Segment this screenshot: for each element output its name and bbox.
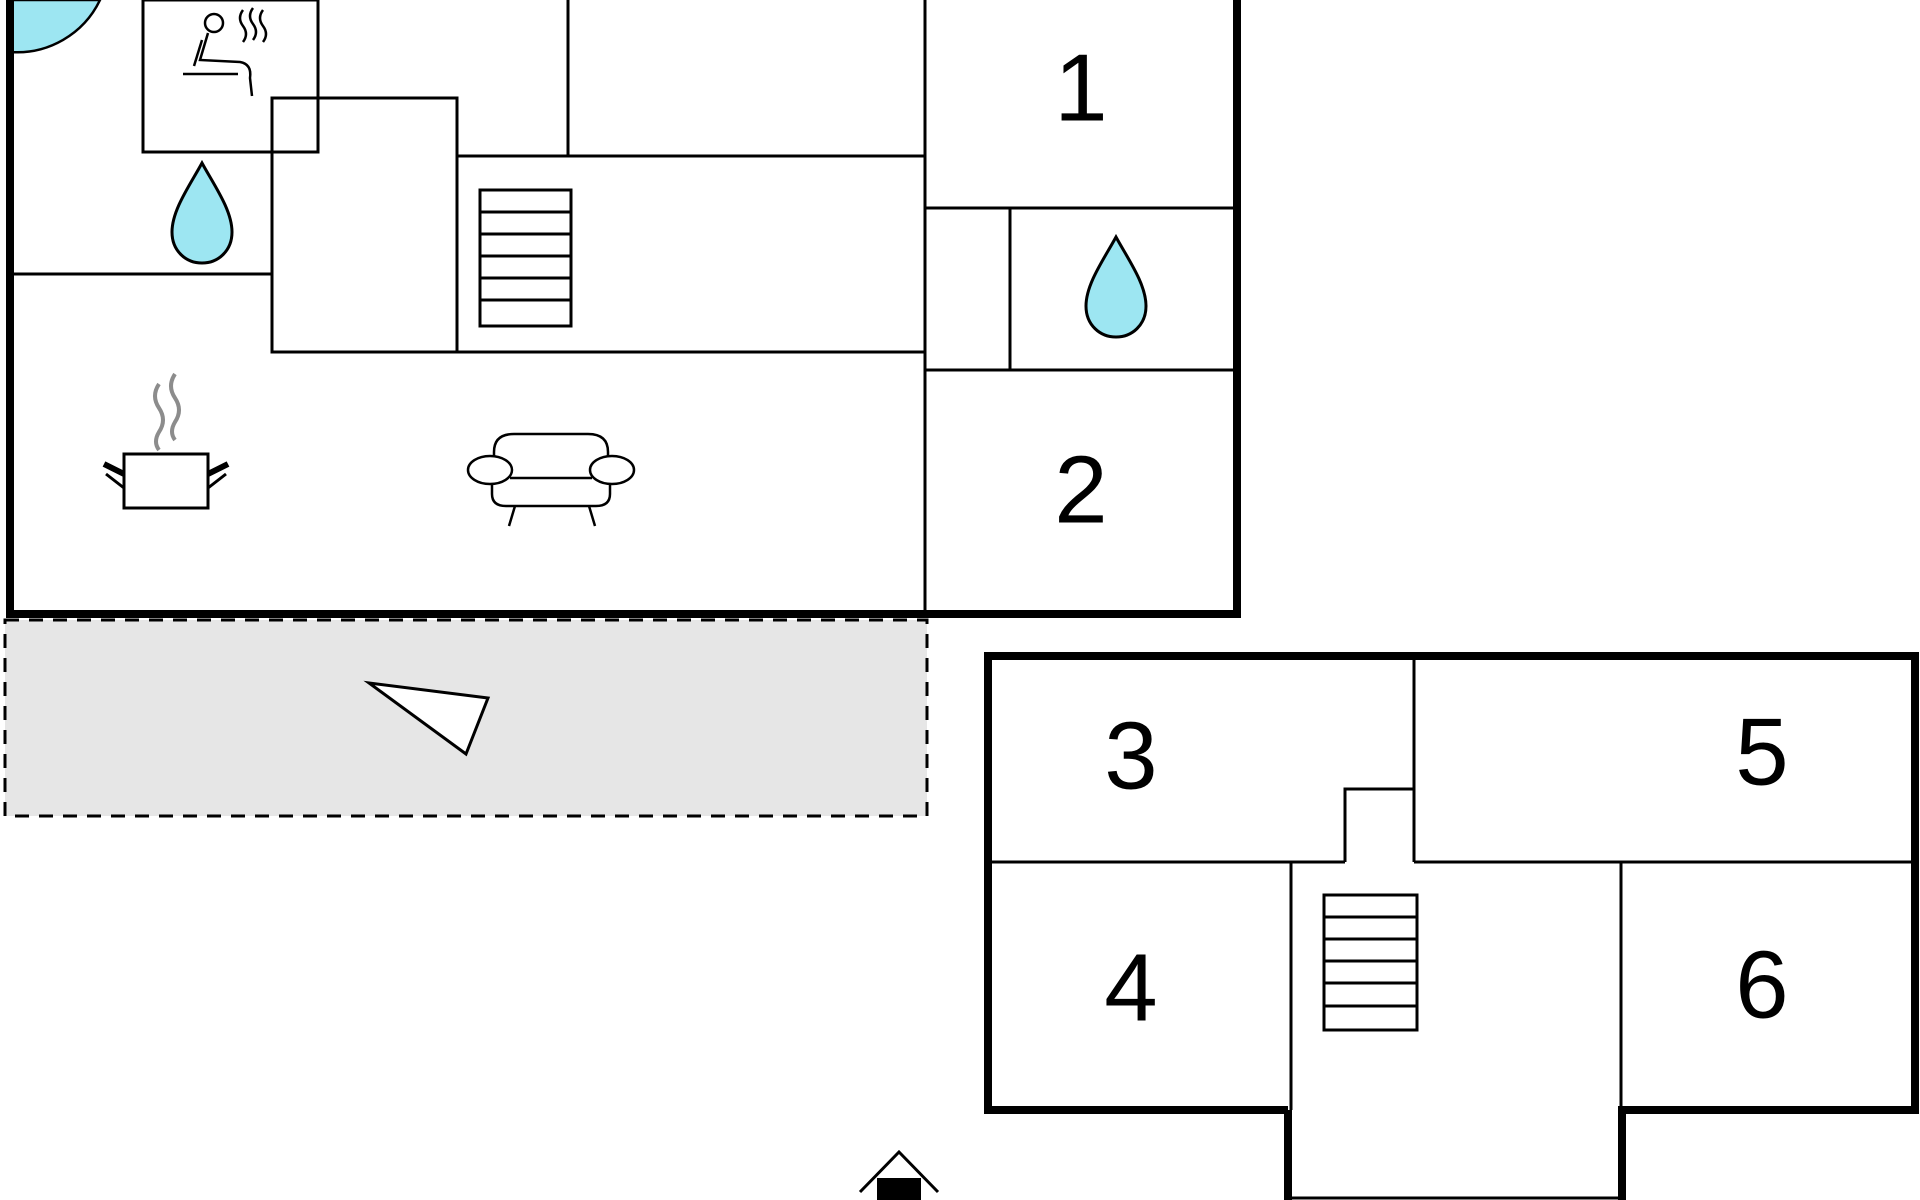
staircase-icon — [478, 188, 573, 328]
pool-icon — [8, 0, 102, 54]
kitchen-icon — [102, 372, 230, 510]
room-number-1: 1 — [1054, 35, 1107, 142]
room-number-5: 5 — [1735, 699, 1788, 806]
sauna-icon — [183, 7, 268, 97]
shower-icon — [170, 159, 234, 265]
room-number-4: 4 — [1104, 935, 1157, 1042]
sofa-icon — [466, 432, 636, 527]
entrance-icon — [858, 1149, 940, 1200]
room-number-2: 2 — [1054, 437, 1107, 544]
room-number-3: 3 — [1104, 703, 1157, 810]
terrace-arrow-icon — [363, 680, 491, 757]
upper-building — [6, 0, 1241, 618]
lower-building — [984, 652, 1919, 1200]
staircase-icon — [1322, 893, 1419, 1032]
shower-icon — [1084, 233, 1148, 339]
room-number-6: 6 — [1735, 932, 1788, 1039]
